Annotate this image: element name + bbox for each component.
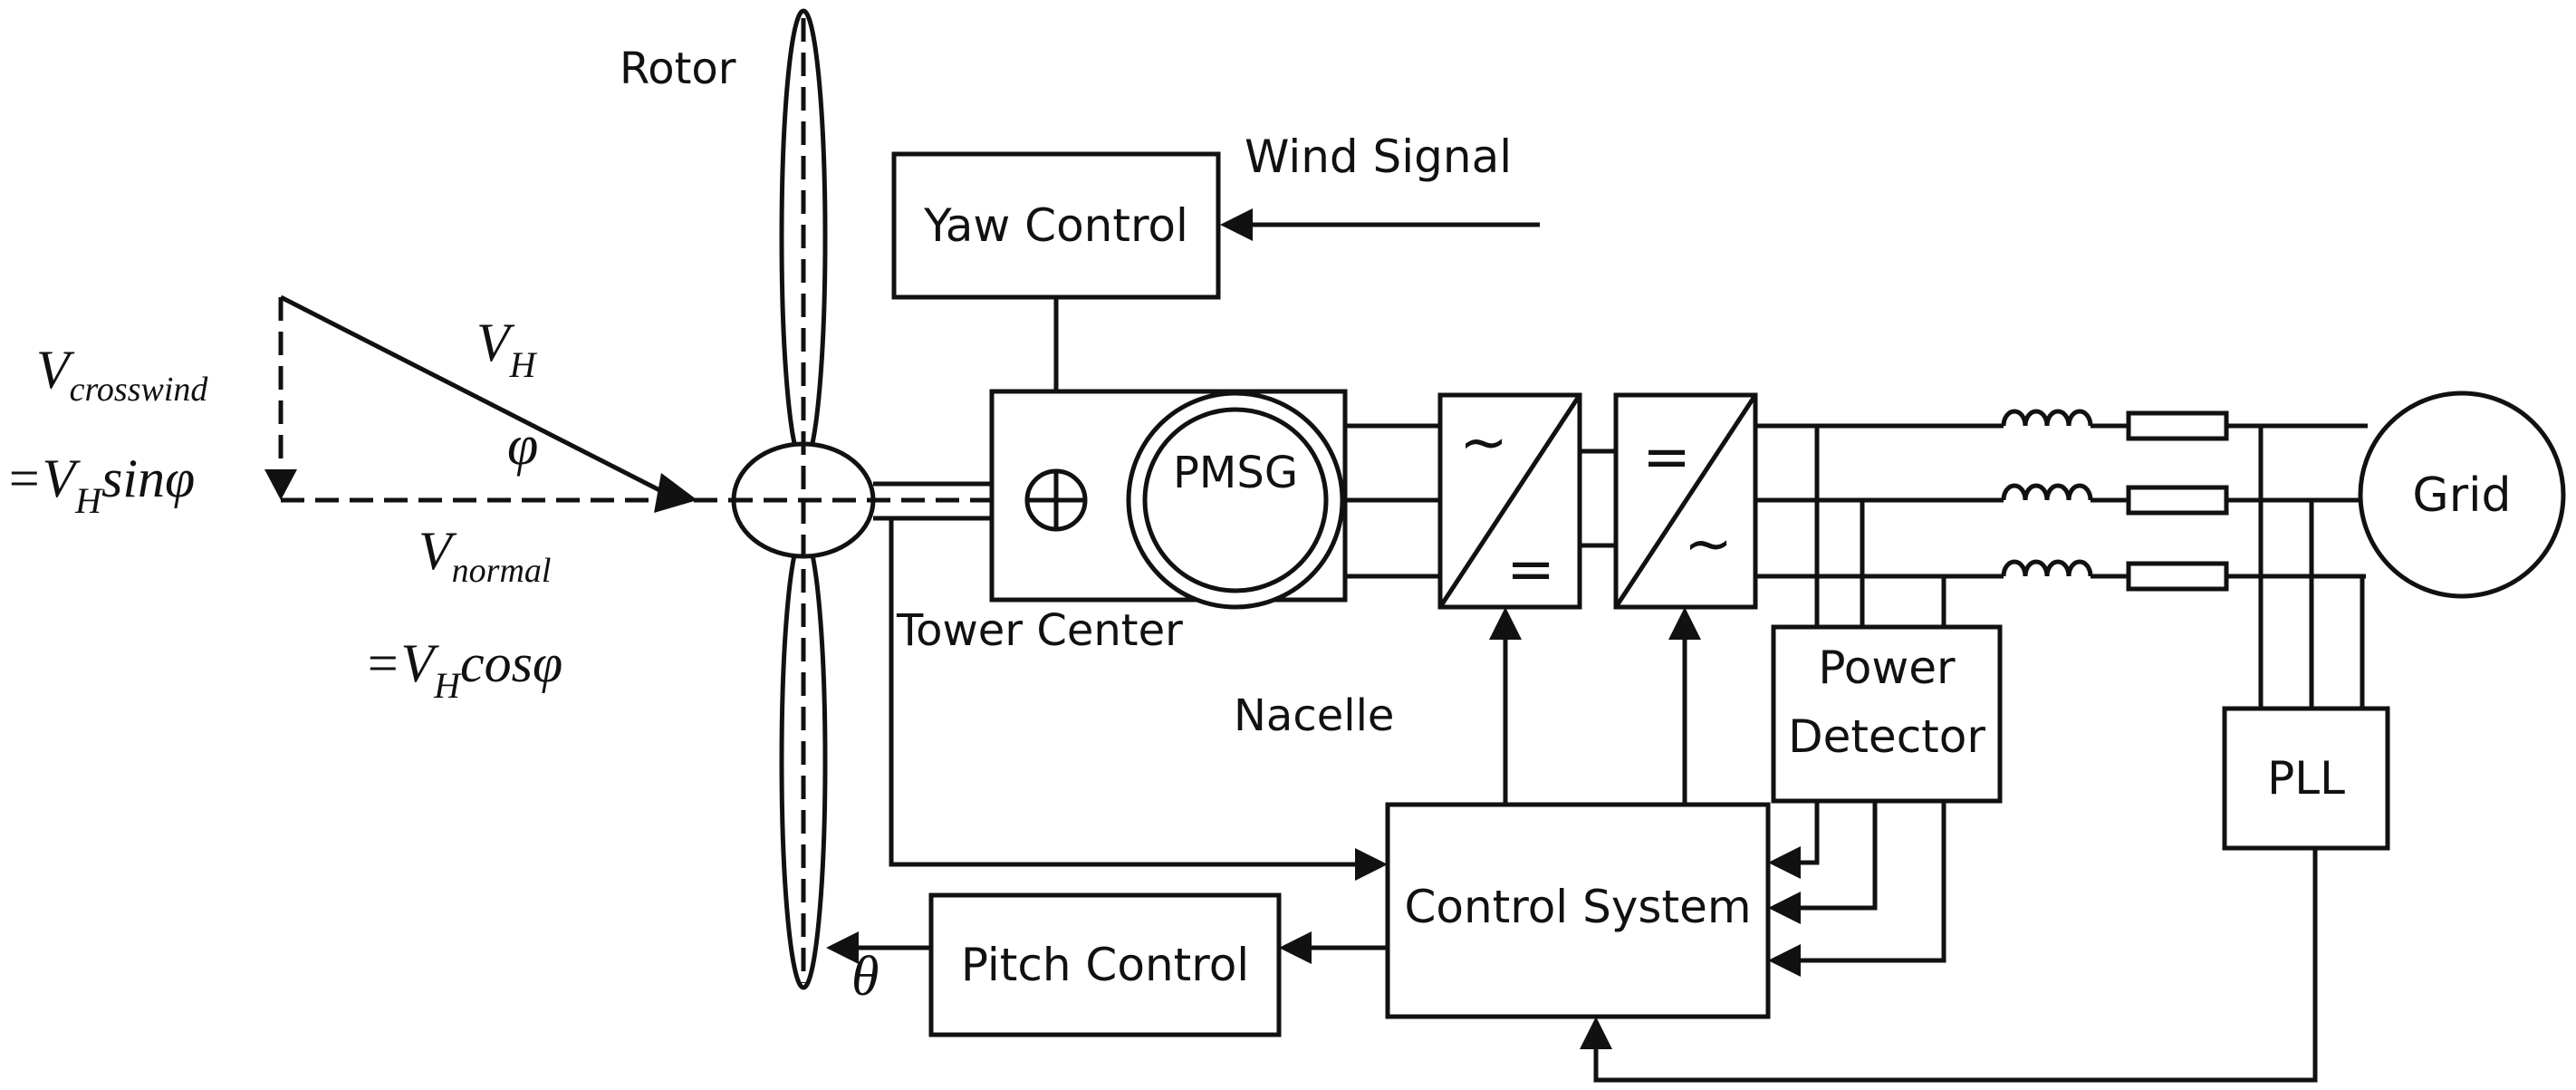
rectifier-dc-symbol: = xyxy=(1506,536,1555,603)
pd-signal-2 xyxy=(1793,801,1878,911)
pd-signal-1 xyxy=(1793,801,1820,865)
inverter-ac-symbol: ~ xyxy=(1684,511,1733,578)
cs-to-pitch-arrowhead xyxy=(1279,931,1312,964)
three-phase-lines xyxy=(1755,409,2368,592)
pitch-control-box xyxy=(928,892,1282,1037)
rotor-label: Rotor xyxy=(620,43,736,94)
yaw-control-label: Yaw Control xyxy=(923,199,1188,252)
wind-signal-label: Wind Signal xyxy=(1245,130,1512,183)
grid-label: Grid xyxy=(2412,468,2511,523)
inductor-b xyxy=(2001,483,2093,501)
tower-to-cs-line xyxy=(889,518,1362,867)
power-detector-box xyxy=(1771,624,2003,804)
control-system-box xyxy=(1385,802,1771,1019)
vh-vector-line xyxy=(279,294,674,499)
vcrosswind-label: Vcrosswind xyxy=(36,340,208,409)
pd-signal-3-arrowhead xyxy=(1768,944,1801,977)
resistor-a xyxy=(2126,410,2229,441)
control-system-label: Control System xyxy=(1404,881,1751,933)
pitch-to-rotor-arrowhead xyxy=(826,931,859,964)
pmsg-label: PMSG xyxy=(1173,448,1298,498)
inverter-diagonal xyxy=(1613,393,1758,609)
cs-to-rectifier-arrowhead xyxy=(1489,607,1522,640)
wind-signal-arrowhead xyxy=(1220,208,1253,241)
resistor-c xyxy=(2126,561,2229,592)
pll-label: PLL xyxy=(2267,752,2345,805)
normal-equation: =VHcosφ xyxy=(364,633,562,706)
nacelle-label: Nacelle xyxy=(1234,690,1394,741)
tower-to-cs-arrowhead xyxy=(1355,848,1388,881)
pmsg-inner-circle xyxy=(1142,407,1329,593)
cs-to-inverter-arrowhead xyxy=(1668,607,1701,640)
phi-label: φ xyxy=(507,415,538,477)
rotor xyxy=(729,8,992,990)
vh-label: VH xyxy=(476,313,538,385)
pll-box xyxy=(2222,706,2390,851)
power-detector-line2: Detector xyxy=(1788,710,1985,763)
vh-arrowhead xyxy=(654,473,697,513)
vnormal-label: Vnormal xyxy=(418,521,551,590)
inverter-dc-symbol: = xyxy=(1642,424,1691,491)
crosswind-arrowhead xyxy=(264,469,297,500)
power-detector-line1: Power xyxy=(1818,641,1956,694)
inductor-c xyxy=(2001,559,2093,577)
grid-circle xyxy=(2358,391,2566,599)
wind-vector-triangle xyxy=(264,294,729,513)
pd-signal-3 xyxy=(1793,801,1946,963)
rectifier-diagonal xyxy=(1437,393,1582,609)
pll-to-cs-line xyxy=(1593,848,2318,1083)
rectifier-ac-symbol: ~ xyxy=(1459,410,1508,477)
inductor-a xyxy=(2001,409,2093,427)
pitch-control-label: Pitch Control xyxy=(961,939,1249,991)
theta-label: θ xyxy=(851,946,879,1008)
crosswind-equation: =VHsinφ xyxy=(5,449,195,521)
resistor-b xyxy=(2126,485,2229,516)
pd-signal-1-arrowhead xyxy=(1768,846,1801,879)
pd-signal-2-arrowhead xyxy=(1768,892,1801,924)
tower-center-label: Tower Center xyxy=(896,605,1183,656)
pll-to-cs-arrowhead xyxy=(1580,1017,1612,1049)
